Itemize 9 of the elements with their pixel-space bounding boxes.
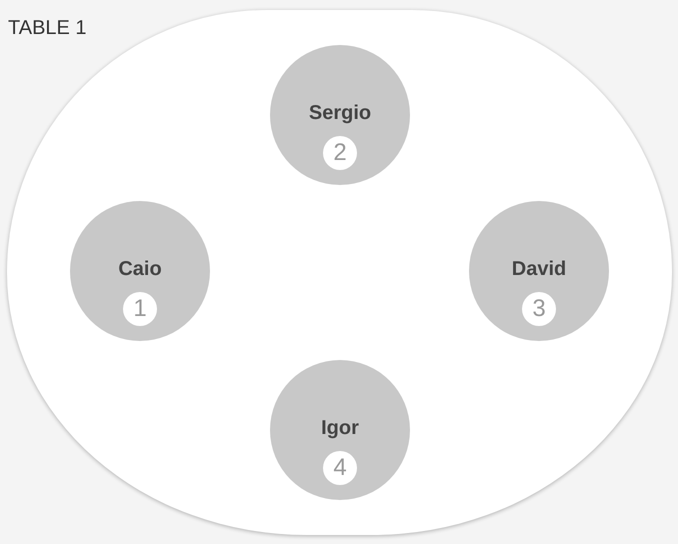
seat-number: 3: [522, 292, 556, 326]
table-label: TABLE 1: [8, 17, 87, 39]
guest-name: David: [512, 257, 566, 281]
seat-number: 4: [323, 451, 357, 485]
guest-name: Igor: [321, 416, 359, 440]
guest-name: Sergio: [308, 101, 372, 125]
guest-name: Caio: [118, 257, 162, 281]
seat-number: 1: [123, 292, 157, 326]
seat-number: 2: [323, 136, 357, 170]
